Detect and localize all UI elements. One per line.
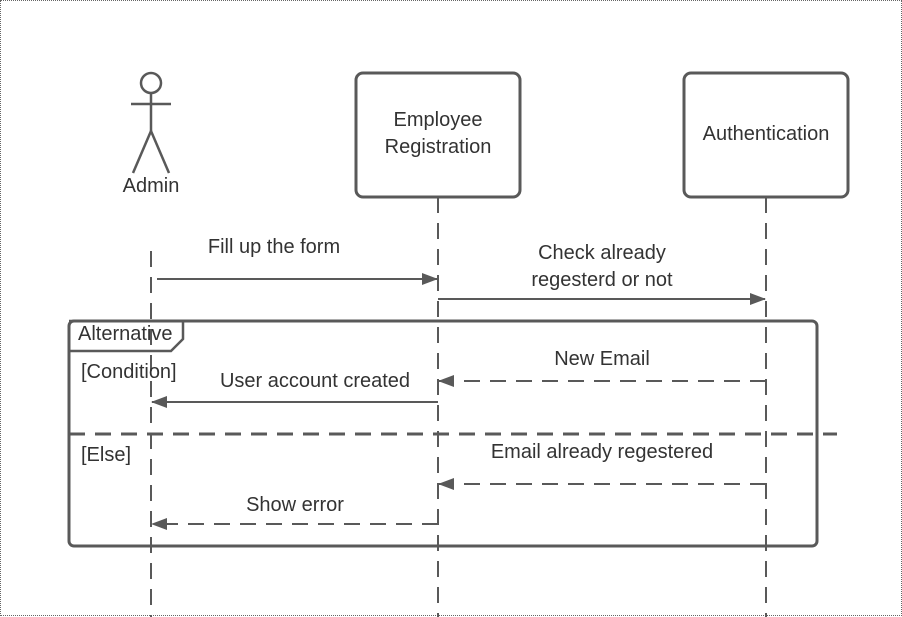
alt-fragment-operator: Alternative bbox=[78, 323, 173, 345]
actor-right-leg bbox=[149, 130, 171, 174]
authentication-label: Authentication bbox=[703, 123, 830, 145]
admin-label: Admin bbox=[123, 175, 180, 197]
alt-fragment: Alternative [Condition] [Else] bbox=[67, 319, 837, 548]
message-label-check-line2: regesterd or not bbox=[531, 269, 673, 291]
alt-else-guard: [Else] bbox=[81, 444, 131, 466]
employee-registration-label-line2: Registration bbox=[385, 136, 492, 158]
message-label-fill-form: Fill up the form bbox=[208, 236, 340, 258]
message-label-show-error: Show error bbox=[246, 494, 344, 516]
message-label-account-created: User account created bbox=[220, 370, 410, 392]
message-label-email-registered: Email already regestered bbox=[491, 441, 713, 463]
authentication-box bbox=[682, 71, 850, 199]
message-label-check-line1: Check already bbox=[538, 242, 666, 264]
employee-registration-participant: Employee Registration bbox=[354, 71, 522, 199]
alt-fragment-tab bbox=[69, 319, 185, 353]
employee-registration-box bbox=[354, 71, 522, 199]
authentication-participant: Authentication bbox=[682, 71, 850, 199]
alt-condition-guard: [Condition] bbox=[81, 361, 177, 383]
actor-left-leg bbox=[131, 130, 153, 174]
admin-actor: Admin bbox=[123, 71, 180, 197]
message-label-new-email: New Email bbox=[554, 348, 650, 370]
actor-head-icon bbox=[139, 71, 163, 95]
employee-registration-label-line1: Employee bbox=[394, 109, 483, 131]
